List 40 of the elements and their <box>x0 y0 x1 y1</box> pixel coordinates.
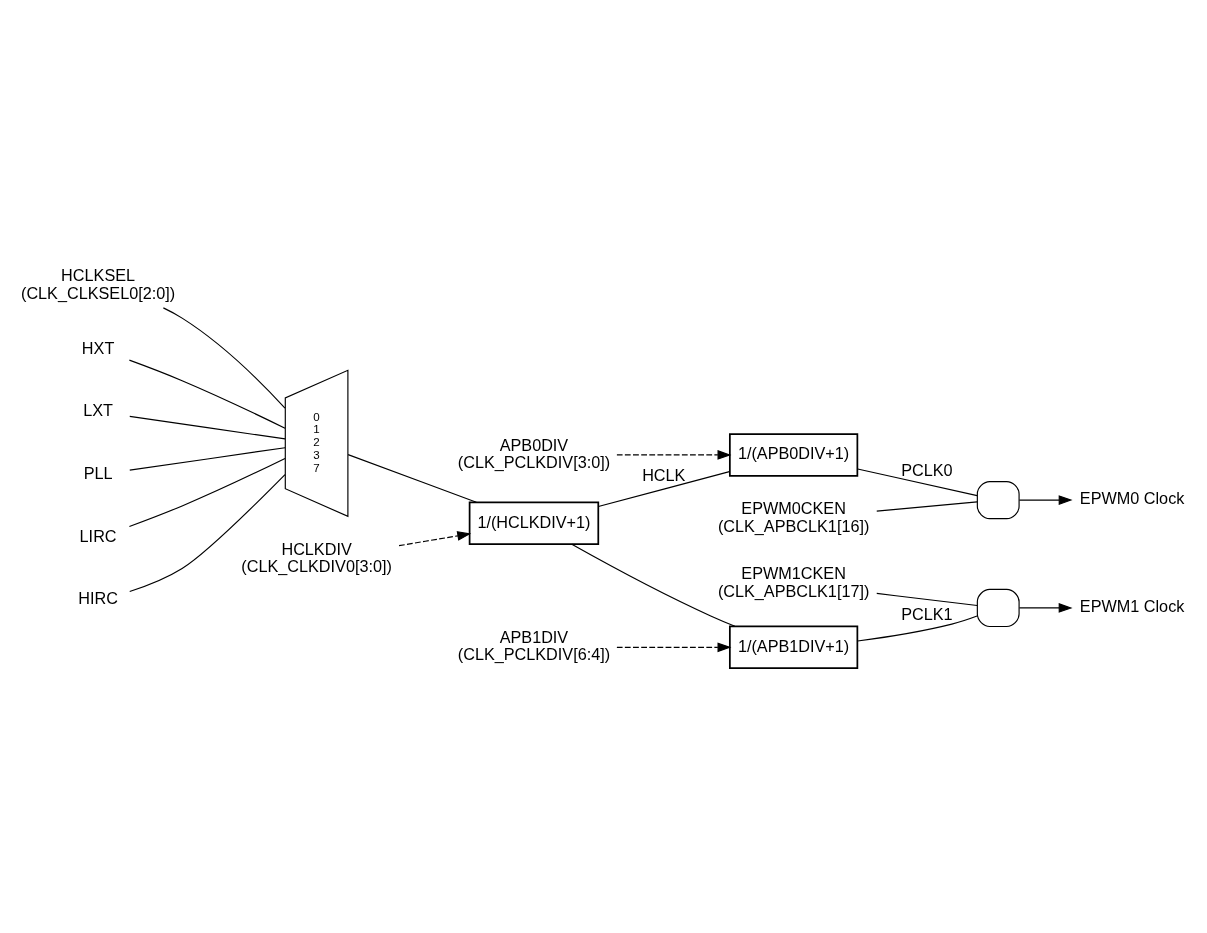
connector <box>129 415 286 440</box>
node-text: EPWM1CKEN (CLK_APBCLK1[17]) <box>717 564 870 600</box>
node-text: LXT <box>83 401 113 420</box>
node-text: HXT <box>81 338 115 357</box>
connector <box>857 615 978 642</box>
connector <box>597 471 730 508</box>
node-box: 1/(APB0DIV+1) <box>729 433 859 477</box>
node-gate <box>976 588 1020 628</box>
node-box: 1/(APB1DIV+1) <box>729 625 859 670</box>
node-box: 0 1 2 3 7 <box>284 369 349 518</box>
node-text: HCLKDIV (CLK_CLKDIV0[3:0]) <box>241 539 392 576</box>
connector <box>347 454 477 503</box>
node-text: LIRC <box>79 526 117 545</box>
edge-label: HCLK <box>642 465 686 484</box>
arrow <box>1018 495 1073 505</box>
edge-label: PCLK1 <box>901 604 953 623</box>
connector <box>571 543 736 627</box>
node-text: EPWM1 Clock <box>1079 597 1185 616</box>
node-text: PLL <box>83 463 113 482</box>
node-text: EPWM0 Clock <box>1079 489 1185 508</box>
connector <box>857 468 978 497</box>
node-text: APB1DIV (CLK_PCLKDIV[6:4]) <box>457 627 611 664</box>
node-text: HCLKSEL (CLK_CLKSEL0[2:0]) <box>21 266 176 302</box>
connector <box>876 501 978 512</box>
connector <box>128 457 286 528</box>
connector <box>129 447 286 471</box>
arrow <box>1018 603 1073 613</box>
node-text: HIRC <box>78 589 118 608</box>
connector <box>128 359 286 429</box>
arrow <box>616 450 732 460</box>
node-text: EPWM0CKEN (CLK_APBCLK1[16]) <box>717 499 870 535</box>
node-box: 1/(HCLKDIV+1) <box>468 501 600 546</box>
arrow <box>398 531 472 547</box>
arrow <box>616 642 732 653</box>
connector <box>876 592 978 607</box>
node-text: APB0DIV (CLK_PCLKDIV[3:0]) <box>457 435 611 471</box>
connector <box>162 307 286 409</box>
connector <box>129 474 286 593</box>
edge-label: PCLK0 <box>901 461 953 480</box>
node-gate <box>976 481 1020 520</box>
